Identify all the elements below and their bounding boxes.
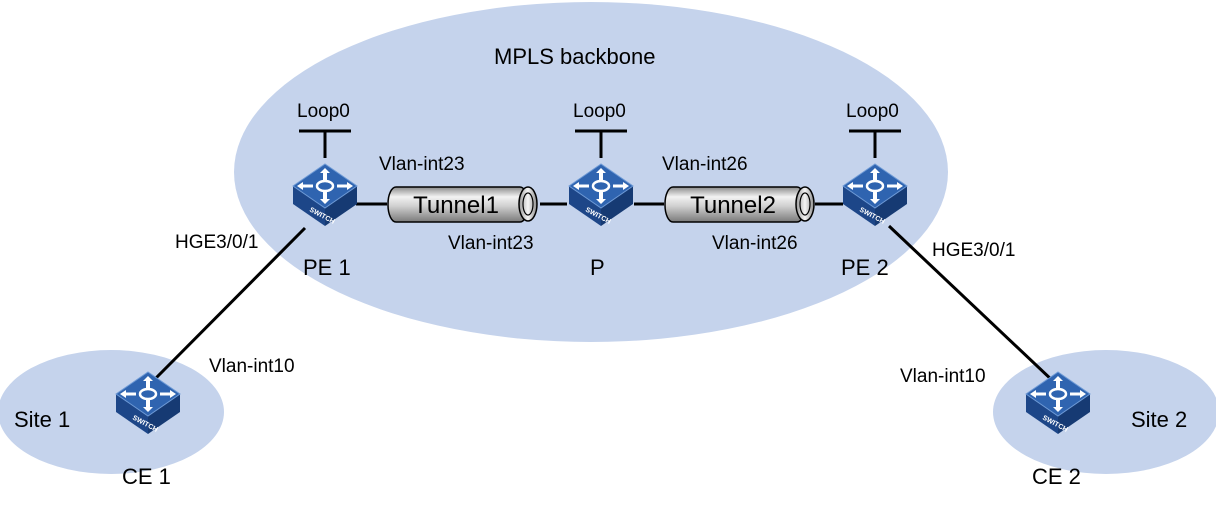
- link-pe2-ce2: [887, 224, 1056, 384]
- loop0-stub-pe1: [299, 129, 351, 158]
- pe1-port-label: HGE3/0/1: [175, 232, 258, 253]
- pe2-vlan-int26-label: Vlan-int26: [712, 233, 798, 254]
- loop0-label-pe2: Loop0: [846, 101, 899, 122]
- tunnel1-pipe: Tunnel1: [387, 186, 538, 223]
- p-name-label: P: [590, 255, 605, 280]
- tunnel2-label: Tunnel2: [690, 192, 776, 219]
- ce1-name-label: CE 1: [122, 464, 171, 489]
- pe1-name-label: PE 1: [303, 255, 351, 280]
- loop0-label-p: Loop0: [573, 101, 626, 122]
- loop0-stub-pe2: [849, 129, 901, 158]
- tunnel2-pipe: Tunnel2: [664, 186, 815, 223]
- site2-label: Site 2: [1131, 407, 1187, 432]
- ce2-name-label: CE 2: [1032, 464, 1081, 489]
- p-vlan-int26-label: Vlan-int26: [662, 154, 748, 175]
- loop0-stub-p: [575, 129, 627, 158]
- backbone-label: MPLS backbone: [494, 44, 655, 69]
- tunnel1-label: Tunnel1: [413, 192, 499, 219]
- ce1-vlan-int10-label: Vlan-int10: [209, 356, 295, 377]
- site1-label: Site 1: [14, 407, 70, 432]
- ce2-vlan-int10-label: Vlan-int10: [900, 366, 986, 387]
- pe2-port-label: HGE3/0/1: [932, 240, 1015, 261]
- link-pe1-ce1: [150, 226, 307, 384]
- site1-region: [0, 350, 224, 474]
- pe2-name-label: PE 2: [841, 255, 889, 280]
- loop0-label-pe1: Loop0: [297, 101, 350, 122]
- p-vlan-int23-label: Vlan-int23: [448, 233, 534, 254]
- pe1-vlan-int23-label: Vlan-int23: [379, 154, 465, 175]
